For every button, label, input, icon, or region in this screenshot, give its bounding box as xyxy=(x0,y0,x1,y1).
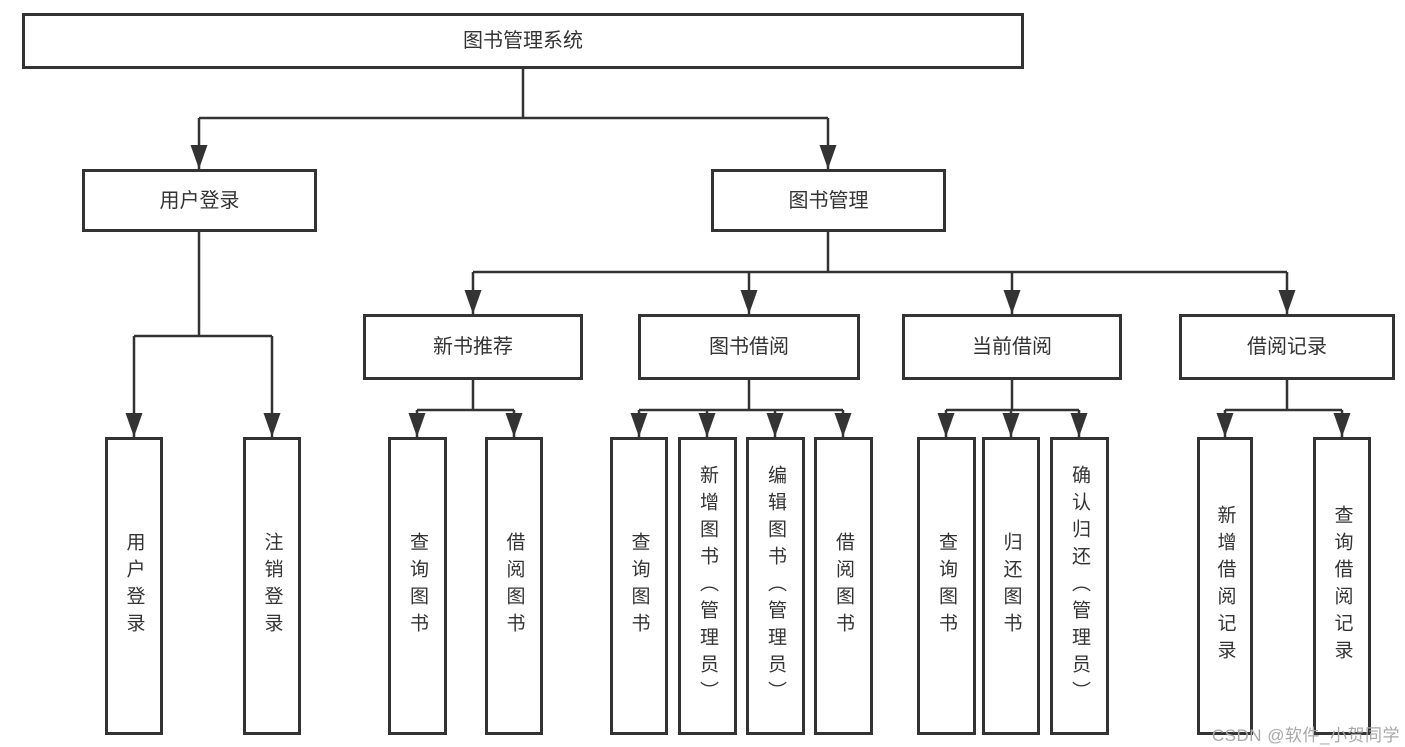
leaf-confirm-return-admin: 确认归还（管理员） xyxy=(1050,437,1109,735)
leaf-query-borrow-record: 查询借阅记录 xyxy=(1313,437,1371,735)
leaf-add-borrow-record: 新增借阅记录 xyxy=(1197,437,1253,735)
node-user-login: 用户登录 xyxy=(82,169,317,232)
watermark-text: CSDN @软件_小贺同学 xyxy=(1211,726,1400,745)
leaf-query-books-current: 查询图书 xyxy=(917,437,976,735)
node-borrowing-records: 借阅记录 xyxy=(1179,314,1395,380)
leaf-logout: 注销登录 xyxy=(243,437,301,735)
leaf-add-book-admin: 新增图书（管理员） xyxy=(678,437,737,735)
leaf-borrow-books: 借阅图书 xyxy=(814,437,873,735)
leaf-user-login: 用户登录 xyxy=(105,437,163,735)
node-book-management: 图书管理 xyxy=(711,169,946,232)
leaf-edit-book-admin: 编辑图书（管理员） xyxy=(746,437,805,735)
node-new-book-recommend: 新书推荐 xyxy=(363,314,583,380)
node-library-system: 图书管理系统 xyxy=(22,13,1024,69)
leaf-return-books: 归还图书 xyxy=(982,437,1040,735)
leaf-query-books-borrowing: 查询图书 xyxy=(610,437,668,735)
node-current-borrowing: 当前借阅 xyxy=(902,314,1122,380)
node-book-borrowing: 图书借阅 xyxy=(638,314,860,380)
leaf-query-books-recommend: 查询图书 xyxy=(388,437,447,735)
leaf-borrow-books-recommend: 借阅图书 xyxy=(485,437,543,735)
